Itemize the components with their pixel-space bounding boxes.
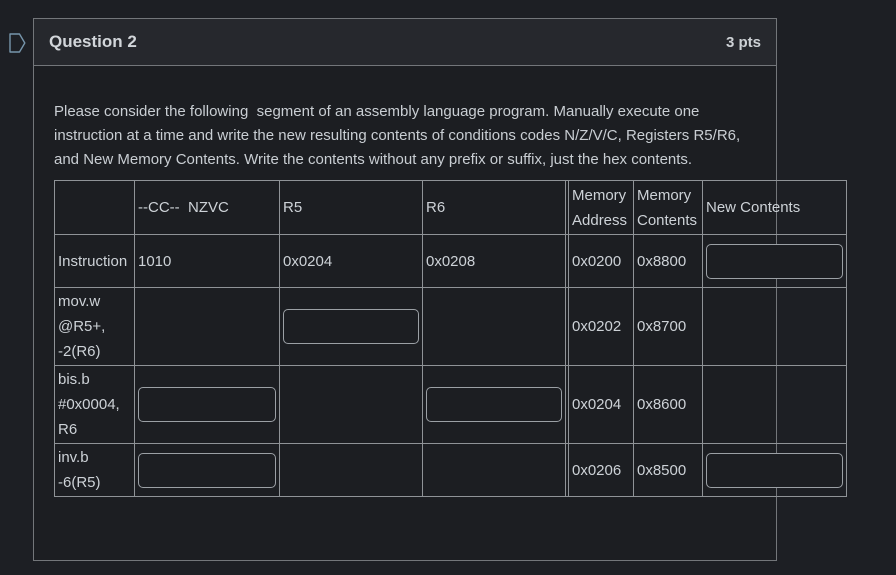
cell-new-contents bbox=[702, 443, 847, 497]
cell-cc bbox=[134, 365, 280, 444]
row-label: Instruction bbox=[54, 234, 135, 288]
cell-memory-address: 0x0200 bbox=[568, 234, 634, 288]
input-bisb-r6[interactable] bbox=[426, 387, 562, 422]
row-label: mov.w @R5+, -2(R6) bbox=[54, 287, 135, 366]
cell-memory-contents: 0x8700 bbox=[633, 287, 703, 366]
cell-new-contents bbox=[702, 234, 847, 288]
cell-cc bbox=[134, 443, 280, 497]
input-invb-new-contents[interactable] bbox=[706, 452, 843, 488]
col-header-new-contents: New Contents bbox=[702, 180, 847, 235]
question-content: Please consider the following segment of… bbox=[34, 66, 847, 497]
cell-r6-initial: 0x0208 bbox=[422, 234, 566, 288]
cell-r5 bbox=[279, 443, 423, 497]
question-points: 3 pts bbox=[725, 33, 761, 51]
cell-r5 bbox=[279, 287, 423, 366]
question-box: Question 2 3 pts Please consider the fol… bbox=[33, 18, 847, 561]
cell-new-contents bbox=[702, 365, 847, 444]
table-header-row: --CC-- NZVC R5 R6 Memory Address Memory … bbox=[54, 180, 847, 235]
cell-r5-initial: 0x0204 bbox=[279, 234, 423, 288]
cell-r5 bbox=[279, 365, 423, 444]
input-movw-r5[interactable] bbox=[283, 309, 419, 344]
input-invb-cc[interactable] bbox=[138, 452, 276, 488]
input-bisb-cc[interactable] bbox=[138, 387, 276, 422]
flag-question-button[interactable] bbox=[9, 33, 26, 53]
cell-memory-address: 0x0202 bbox=[568, 287, 634, 366]
table-row-bisb: bis.b #0x0004, R6 0x0204 0x8600 bbox=[54, 365, 847, 444]
cell-memory-contents: 0x8500 bbox=[633, 443, 703, 497]
cell-memory-address: 0x0204 bbox=[568, 365, 634, 444]
question-title: Question 2 bbox=[49, 32, 137, 51]
table-row-invb: inv.b -6(R5) 0x0206 0x8500 bbox=[54, 443, 847, 497]
cell-r6 bbox=[422, 287, 566, 366]
corner-cell bbox=[54, 180, 135, 235]
row-label: inv.b -6(R5) bbox=[54, 443, 135, 497]
col-header-memory-address: Memory Address bbox=[568, 180, 634, 235]
question-header: Question 2 3 pts bbox=[34, 19, 776, 66]
cell-new-contents bbox=[702, 287, 847, 366]
cell-memory-address: 0x0206 bbox=[568, 443, 634, 497]
cell-r6 bbox=[422, 443, 566, 497]
table-row-movw: mov.w @R5+, -2(R6) 0x0202 0x8700 bbox=[54, 287, 847, 366]
cell-cc-initial: 1010 bbox=[134, 234, 280, 288]
question-text: Please consider the following segment of… bbox=[54, 103, 745, 168]
cell-memory-contents: 0x8600 bbox=[633, 365, 703, 444]
row-label: bis.b #0x0004, R6 bbox=[54, 365, 135, 444]
answer-table: --CC-- NZVC R5 R6 Memory Address Memory … bbox=[54, 180, 847, 497]
col-header-memory-contents: Memory Contents bbox=[633, 180, 703, 235]
col-header-r6: R6 bbox=[422, 180, 566, 235]
col-header-r5: R5 bbox=[279, 180, 423, 235]
cell-cc bbox=[134, 287, 280, 366]
input-instruction-new-contents[interactable] bbox=[706, 243, 843, 279]
col-header-cc: --CC-- NZVC bbox=[134, 180, 280, 235]
flag-icon bbox=[9, 33, 26, 56]
table-row-instruction: Instruction 1010 0x0204 0x0208 0x0200 0x… bbox=[54, 234, 847, 288]
cell-memory-contents: 0x8800 bbox=[633, 234, 703, 288]
cell-r6 bbox=[422, 365, 566, 444]
